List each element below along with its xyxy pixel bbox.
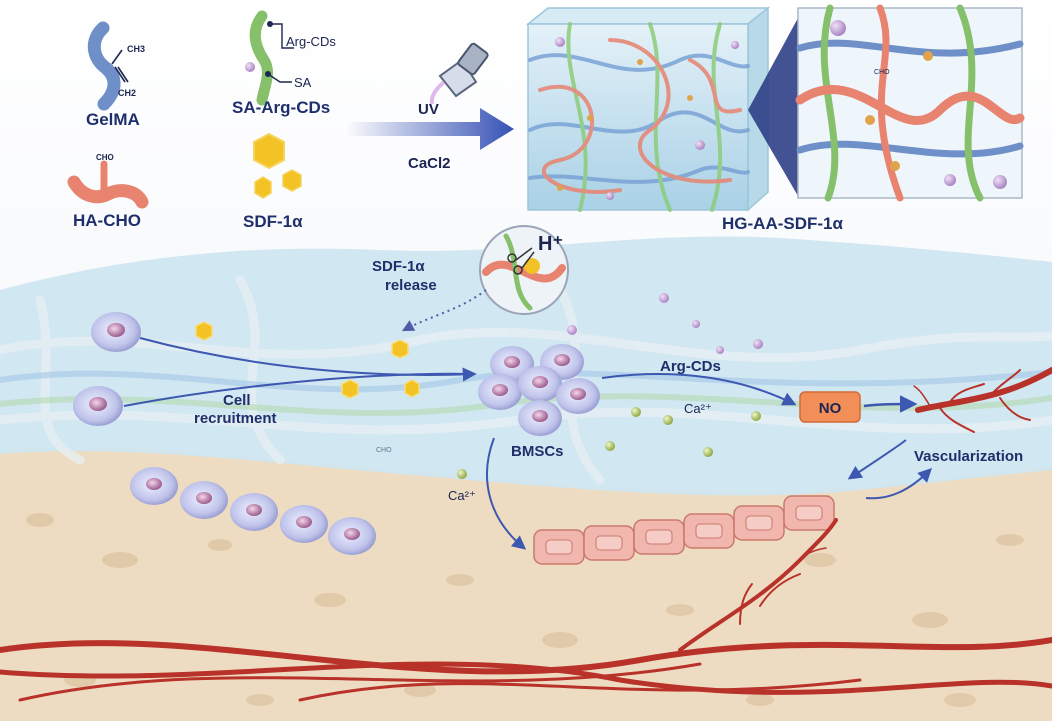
scissors-icon bbox=[507, 247, 535, 275]
cho-marker: CHO bbox=[376, 447, 392, 454]
cacl2-label: CaCl2 bbox=[408, 155, 451, 172]
sdf-release-line2: release bbox=[385, 277, 437, 294]
ca-ion-label-1: Ca²⁺ bbox=[684, 401, 712, 416]
hydrogel-zoom: CHO bbox=[795, 4, 1025, 202]
gelma-group-top: CH3 bbox=[127, 44, 145, 54]
endothelial-cells bbox=[533, 495, 835, 565]
lining-cells bbox=[130, 467, 376, 555]
sa-arg-cds-tag-top: Arg-CDs bbox=[286, 34, 336, 49]
vascular-arrow-1 bbox=[847, 439, 907, 480]
vascularization-label: Vascularization bbox=[914, 448, 1023, 465]
no-arrow bbox=[863, 395, 918, 413]
sa-arg-cds-molecule: Arg-CDs SA bbox=[245, 10, 336, 106]
uv-label: UV bbox=[418, 101, 439, 118]
hydrogel-label: HG-AA-SDF-1α bbox=[722, 214, 843, 233]
migrating-cells bbox=[73, 312, 141, 426]
ha-cho-group: CHO bbox=[96, 153, 114, 162]
ph-cleavage-inset bbox=[479, 225, 569, 315]
bone-pores bbox=[26, 513, 1024, 707]
cell-recruitment-line1: Cell bbox=[223, 392, 251, 409]
zoom-cho-marker: CHO bbox=[874, 69, 890, 76]
no-box: NO bbox=[799, 391, 861, 423]
ha-cho-molecule: CHO bbox=[67, 153, 149, 209]
released-sdf bbox=[195, 321, 420, 399]
zoom-wedge bbox=[748, 18, 798, 196]
sa-arg-cds-label: SA-Arg-CDs bbox=[232, 98, 330, 117]
bmsc-cluster bbox=[478, 344, 600, 436]
arg-cds-label: Arg-CDs bbox=[660, 358, 721, 375]
bone-vessels bbox=[0, 518, 1052, 702]
vascular-arrow-2 bbox=[865, 468, 932, 500]
gelma-molecule: CH3 CH2 bbox=[87, 21, 145, 111]
ions bbox=[457, 293, 763, 479]
sdf-hexagons bbox=[253, 132, 302, 199]
new-vessel-top bbox=[913, 367, 1052, 433]
recruitment-arrow-2 bbox=[123, 372, 475, 407]
recruitment-arrow-1 bbox=[139, 337, 477, 382]
bmscs-label: BMSCs bbox=[511, 443, 564, 460]
gelma-label: GelMA bbox=[86, 110, 140, 129]
sdf-release-line1: SDF-1α bbox=[372, 258, 425, 275]
cell-recruitment-line2: recruitment bbox=[194, 410, 277, 427]
sdf-label: SDF-1α bbox=[243, 212, 303, 231]
gelma-group-bottom: CH2 bbox=[118, 88, 136, 98]
arg-cds-arrow bbox=[601, 373, 797, 406]
ha-cho-label: HA-CHO bbox=[73, 211, 141, 230]
ca-arrow bbox=[486, 437, 527, 550]
process-arrow bbox=[344, 108, 514, 150]
ph-trigger-label: H⁺ bbox=[538, 233, 563, 255]
no-label: NO bbox=[819, 400, 842, 417]
hydrogel-cube bbox=[525, 6, 771, 212]
uv-lamp-icon bbox=[429, 42, 489, 105]
sa-arg-cds-tag-bottom: SA bbox=[294, 75, 312, 90]
ca-ion-label-2: Ca²⁺ bbox=[448, 488, 476, 503]
